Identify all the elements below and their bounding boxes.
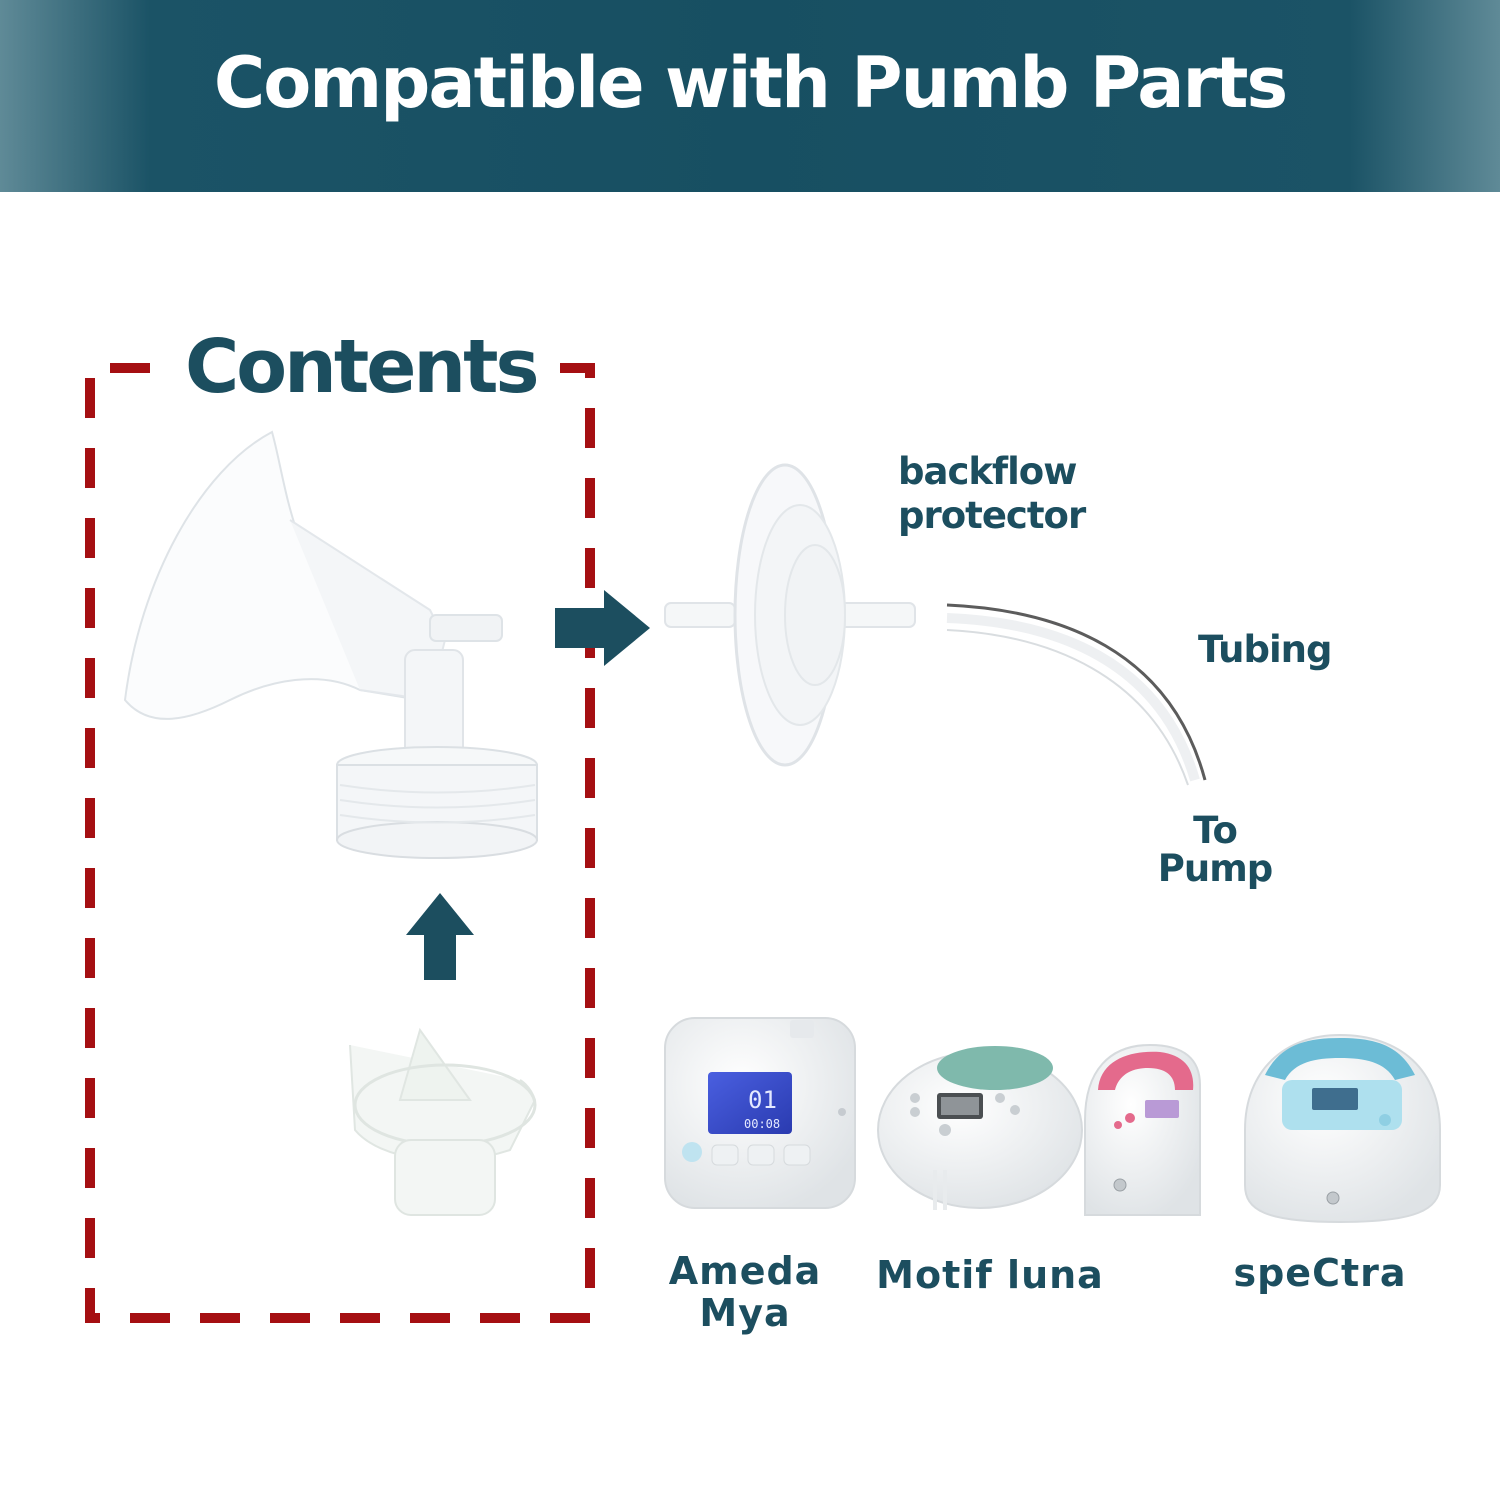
brand-label-motif-luna: Motif luna bbox=[876, 1253, 1104, 1297]
backflow-protector bbox=[664, 463, 916, 767]
motif-luna-device bbox=[877, 1046, 1083, 1210]
spectra-blue-device bbox=[1244, 1033, 1441, 1224]
header-banner: Compatible with Pumb Parts bbox=[0, 0, 1500, 192]
contents-title: Contents bbox=[185, 324, 539, 410]
backflow-protector-label: backflow protector bbox=[898, 450, 1086, 538]
spectra-pink-device bbox=[1084, 1043, 1201, 1216]
to-pump-label: To Pump bbox=[1150, 812, 1280, 888]
brand-label-spectra: speCtra bbox=[1233, 1251, 1407, 1295]
ameda-mya-device: 01 00:08 bbox=[664, 1017, 856, 1209]
tubing-label: Tubing bbox=[1198, 628, 1333, 671]
banner-title: Compatible with Pumb Parts bbox=[213, 42, 1288, 124]
up-arrow-icon bbox=[406, 893, 474, 980]
duckbill-valve bbox=[349, 1027, 537, 1216]
to-pump-line2: Pump bbox=[1157, 847, 1274, 890]
brand-ameda-line2: Mya bbox=[699, 1291, 791, 1335]
breast-shield-flange bbox=[123, 430, 538, 859]
ameda-lcd-timer: 00:08 bbox=[744, 1117, 780, 1131]
backflow-label-line2: protector bbox=[898, 494, 1086, 537]
brand-ameda-line1: Ameda bbox=[668, 1249, 822, 1293]
to-pump-line1: To bbox=[1193, 809, 1238, 852]
right-arrow-icon bbox=[555, 590, 650, 666]
ameda-lcd-value: 01 bbox=[748, 1086, 777, 1114]
backflow-label-line1: backflow bbox=[898, 450, 1077, 493]
tubing bbox=[946, 603, 1207, 786]
brand-label-ameda-mya: Ameda Mya bbox=[655, 1250, 835, 1334]
contents-dashed-box bbox=[85, 363, 595, 1323]
